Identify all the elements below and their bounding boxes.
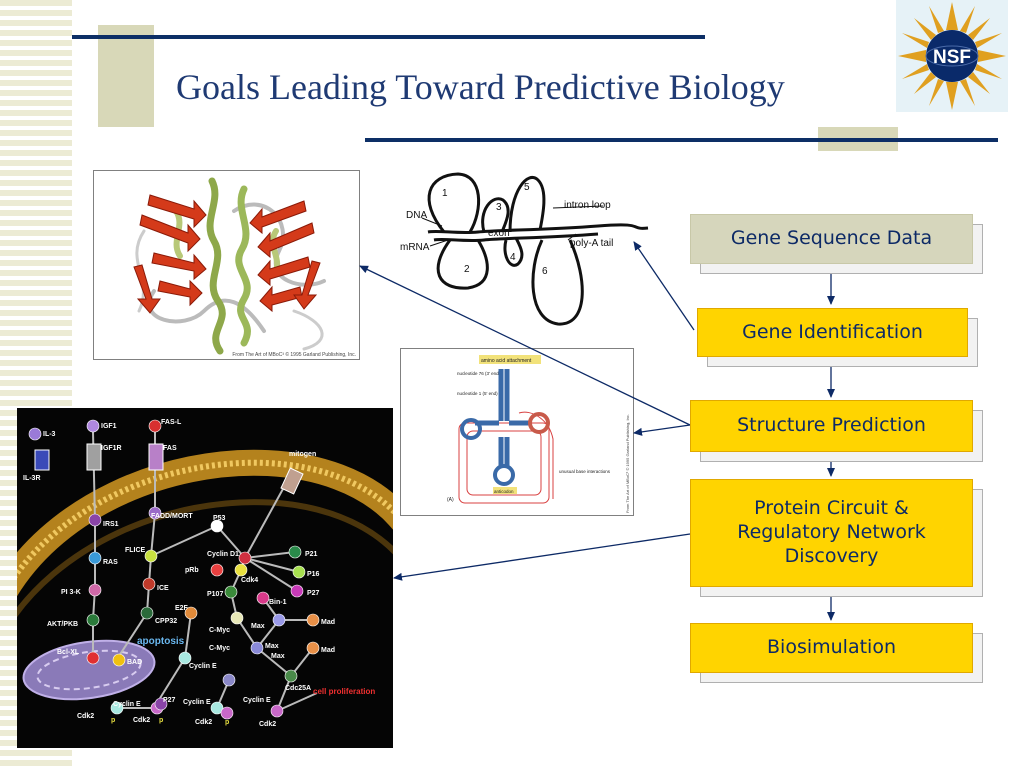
- pathway-diagram: IL-3 IL-3R IGF1 IGF1R FAS-L FAS mitogen …: [17, 408, 393, 748]
- trna-label-attach: amino acid attachment: [481, 358, 532, 364]
- trna-credit: From The Art of MBoC³ © 1995 Garland Pub…: [625, 414, 630, 513]
- node-max: Max: [251, 623, 265, 630]
- node-ice: ICE: [157, 585, 169, 592]
- node-p53: P53: [213, 515, 226, 522]
- nsf-logo-text: NSF: [933, 47, 971, 68]
- node-ras: RAS: [103, 559, 118, 566]
- node-cmyc: C-Myc: [209, 627, 230, 634]
- label-cell-proliferation: cell proliferation: [313, 687, 375, 696]
- node-cdk4: Cdk4: [241, 577, 258, 584]
- node-cycline-4: Cyclin E: [243, 697, 271, 704]
- nsf-logo: NSF: [896, 0, 1008, 112]
- node-p-2: p: [159, 717, 163, 724]
- trna-label-n1: nucleotide 1 (5' end): [457, 391, 498, 396]
- node-p-3: p: [225, 719, 229, 726]
- node-prb: pRb: [185, 567, 199, 574]
- step-protein-circuit-discovery: Protein Circuit & Regulatory Network Dis…: [690, 479, 983, 597]
- node-bad: BAD: [127, 659, 142, 666]
- node-bin1: Bin-1: [269, 599, 287, 606]
- top-rule: [72, 35, 705, 39]
- node-irs1: IRS1: [103, 521, 119, 528]
- protein-structure-figure: From The Art of MBoC³ © 1995 Garland Pub…: [93, 170, 360, 360]
- trna-label-unusual: unusual base interactions: [559, 469, 611, 474]
- node-mitogen: mitogen: [289, 451, 316, 458]
- node-p107: P107: [207, 591, 223, 598]
- node-cyclind1: Cyclin D1: [207, 551, 239, 558]
- rna-label-dna: DNA: [406, 210, 427, 221]
- trna-label-anticodon: anticodon: [494, 489, 514, 494]
- node-fas: FAS: [163, 445, 177, 452]
- node-mad: Mad: [321, 619, 335, 626]
- node-flice: FLICE: [125, 547, 146, 554]
- node-cdk2-2: Cdk2: [133, 717, 150, 724]
- node-max-2: Max: [265, 643, 279, 650]
- rna-number-6: 6: [542, 266, 548, 277]
- label-apoptosis: apoptosis: [137, 636, 185, 647]
- step-label: Gene Identification: [697, 308, 968, 357]
- node-cycline-3: Cyclin E: [183, 699, 211, 706]
- node-fasl: FAS-L: [161, 419, 182, 426]
- node-cdk2-3: Cdk2: [195, 719, 212, 726]
- node-p27-2: P27: [163, 697, 176, 704]
- step-gene-identification: Gene Identification: [697, 308, 978, 367]
- step-biosimulation: Biosimulation: [690, 623, 983, 683]
- node-akt: AKT/PKB: [47, 621, 78, 628]
- rna-label-polya: poly-A tail: [570, 238, 613, 249]
- node-pi3k: PI 3-K: [61, 589, 81, 596]
- node-bclxl: Bcl-XL: [57, 649, 80, 656]
- node-cycline-2: Cyclin E: [113, 701, 141, 708]
- node-igf1: IGF1: [101, 423, 117, 430]
- rna-number-5: 5: [524, 182, 530, 193]
- rna-number-4: 4: [510, 252, 516, 263]
- node-cdc25a: Cdc25A: [285, 685, 311, 692]
- rna-loop-figure: DNA mRNA exon intron loop poly-A tail 1 …: [398, 160, 656, 332]
- rna-label-intron: intron loop: [564, 200, 611, 211]
- rna-label-mrna: mRNA: [400, 242, 430, 253]
- nsf-logo-rays: [898, 2, 1006, 110]
- node-p27: P27: [307, 590, 320, 597]
- rna-number-1: 1: [442, 188, 448, 199]
- trna-label-panel: (A): [447, 497, 454, 503]
- trna-figure: amino acid attachment nucleotide 76 (3' …: [400, 348, 634, 516]
- step-gene-sequence-data: Gene Sequence Data: [690, 214, 983, 274]
- step-label: Protein Circuit & Regulatory Network Dis…: [690, 479, 973, 587]
- node-cdk2-1: Cdk2: [77, 713, 94, 720]
- step-structure-prediction: Structure Prediction: [690, 400, 983, 462]
- node-igf1r: IGF1R: [101, 445, 122, 452]
- node-max-3: Max: [271, 653, 285, 660]
- node-il3: IL-3: [43, 431, 56, 438]
- node-fadd: FADD/MORT: [151, 513, 193, 520]
- node-p-1: p: [111, 717, 115, 724]
- trna-label-n76: nucleotide 76 (3' end): [457, 371, 501, 376]
- node-cdk2-4: Cdk2: [259, 721, 276, 728]
- node-p21: P21: [305, 551, 318, 558]
- node-cmyc-2: C-Myc: [209, 645, 230, 652]
- step-label: Biosimulation: [690, 623, 973, 673]
- step-label: Gene Sequence Data: [690, 214, 973, 264]
- rna-number-2: 2: [464, 264, 470, 275]
- step-label: Structure Prediction: [690, 400, 973, 452]
- decor-square-left: [98, 25, 154, 127]
- node-e2f: E2F: [175, 605, 189, 612]
- bottom-rule: [365, 138, 998, 142]
- slide-title: Goals Leading Toward Predictive Biology: [176, 67, 785, 107]
- node-mad-2: Mad: [321, 647, 335, 654]
- node-p16: P16: [307, 571, 320, 578]
- protein-figure-caption: From The Art of MBoC³ © 1995 Garland Pub…: [232, 351, 356, 358]
- node-cpp32: CPP32: [155, 618, 177, 625]
- rna-label-exon: exon: [488, 228, 510, 239]
- node-cycline-1: Cyclin E: [189, 663, 217, 670]
- node-il3r: IL-3R: [23, 475, 41, 482]
- rna-number-3: 3: [496, 202, 502, 213]
